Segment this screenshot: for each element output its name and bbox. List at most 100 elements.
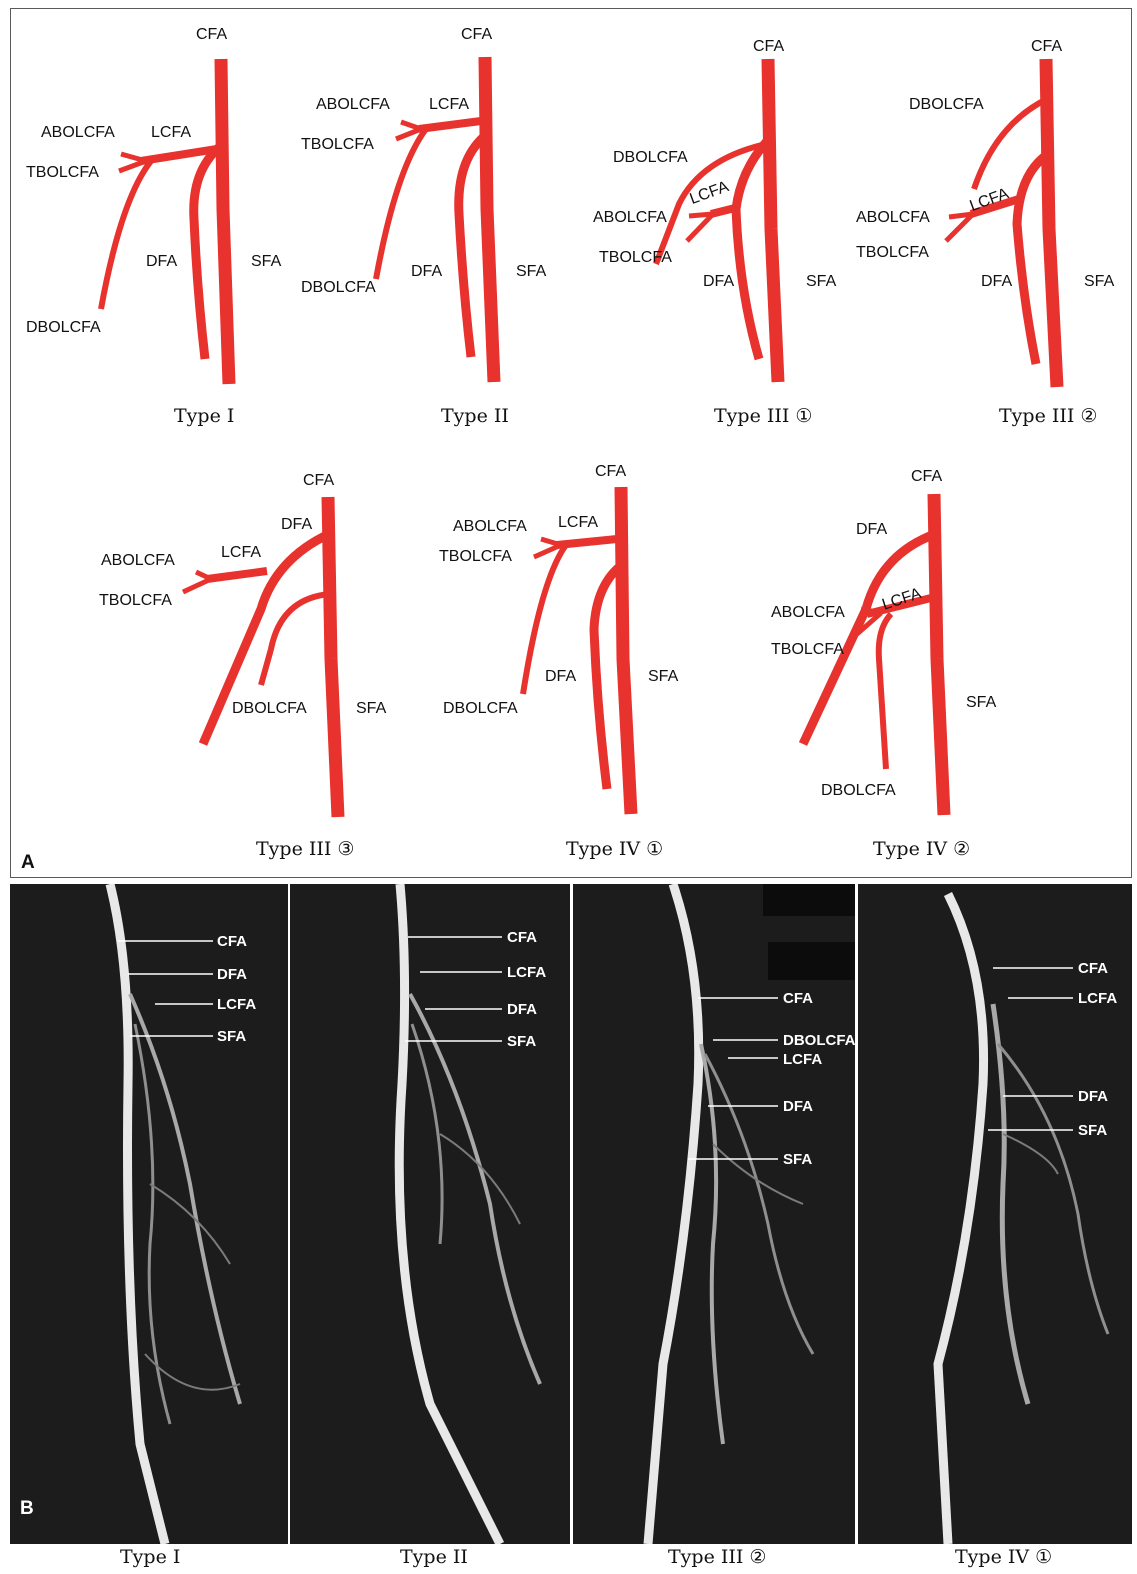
main-vessel-shape	[938, 894, 984, 1544]
type2-tbolcfa-label: TBOLCFA	[301, 136, 374, 153]
type1-dfa-label: DFA	[146, 253, 177, 270]
angiogram-type-1: CFA DFA LCFA SFA B	[10, 884, 288, 1544]
type3-1-tbolcfa-label: TBOLCFA	[599, 249, 672, 266]
diagram-type-4-2: CFA DFA LCFA ABOLCFA TBOLCFA SFA DBOLCFA…	[771, 468, 997, 860]
type3-3-dbolcfa-label: DBOLCFA	[232, 700, 307, 717]
angiogram-type-2-svg: CFA LCFA DFA SFA	[290, 884, 570, 1544]
type3-3-tbolcfa-label: TBOLCFA	[99, 592, 172, 609]
branch-vessel-shape	[412, 1024, 442, 1244]
main-vessel-shape	[648, 884, 699, 1544]
type3-2-caption: Type III ②	[999, 405, 1097, 427]
angio2-label-lcfa: LCFA	[507, 964, 546, 981]
type4-1-lcfa-label: LCFA	[558, 514, 598, 531]
angio4-label-lcfa: LCFA	[1078, 990, 1117, 1007]
diagram-type-3-2: CFA DBOLCFA LCFA ABOLCFA TBOLCFA DFA SFA…	[856, 38, 1115, 427]
type4-1-cfa-sfa-vessel	[621, 487, 631, 814]
angio4-label-dfa: DFA	[1078, 1088, 1108, 1105]
type1-tbolcfa-label: TBOLCFA	[26, 164, 99, 181]
type1-caption: Type I	[174, 405, 234, 427]
type3-1-caption: Type III ①	[714, 405, 812, 427]
type2-cfa-sfa-vessel	[485, 57, 494, 382]
type4-1-sfa-label: SFA	[648, 668, 679, 685]
type4-2-caption: Type IV ②	[873, 838, 970, 860]
panel-a-svg: CFA ABOLCFA LCFA TBOLCFA DFA SFA DBOLCFA…	[11, 9, 1133, 879]
panel-a-schematics: CFA ABOLCFA LCFA TBOLCFA DFA SFA DBOLCFA…	[10, 8, 1132, 878]
angio1-label-lcfa: LCFA	[217, 996, 256, 1013]
diagram-type-2: CFA ABOLCFA LCFA TBOLCFA DBOLCFA DFA SFA…	[301, 26, 547, 427]
type3-2-dfa-label: DFA	[981, 273, 1012, 290]
panel-a-letter: A	[21, 852, 35, 873]
type3-2-cfa-label: CFA	[1031, 38, 1062, 55]
type3-3-caption: Type III ③	[256, 838, 354, 860]
angio3-label-sfa: SFA	[783, 1151, 812, 1168]
type2-abolcfa-label: ABOLCFA	[316, 96, 390, 113]
type4-2-dfa-vessel	[803, 534, 935, 744]
type3-3-sfa-label: SFA	[356, 700, 387, 717]
type4-1-dfa-label: DFA	[545, 668, 576, 685]
angio3-label-lcfa: LCFA	[783, 1051, 822, 1068]
type4-1-lcfa-vessel	[557, 539, 617, 545]
angio4-label-sfa: SFA	[1078, 1122, 1107, 1139]
type3-3-dfa-label: DFA	[281, 516, 312, 533]
type1-lcfa-label: LCFA	[151, 124, 191, 141]
type3-1-dfa-label: DFA	[703, 273, 734, 290]
type3-3-cfa-label: CFA	[303, 472, 334, 489]
branch-vessel-shape	[1003, 1134, 1058, 1174]
type2-sfa-label: SFA	[516, 263, 547, 280]
type3-3-lcfa-label: LCFA	[221, 544, 261, 561]
type3-2-cfa-sfa-vessel	[1046, 59, 1057, 387]
type4-1-dbolcfa-label: DBOLCFA	[443, 700, 518, 717]
angiogram-type-4-1-svg: CFA LCFA DFA SFA	[858, 884, 1132, 1544]
angio2-label-cfa: CFA	[507, 929, 537, 946]
panel-b-angiograms: CFA DFA LCFA SFA B CFA LCFA DFA SFA	[10, 884, 1132, 1544]
angiogram-type-2: CFA LCFA DFA SFA	[290, 884, 570, 1544]
type3-1-abolcfa-label: ABOLCFA	[593, 209, 667, 226]
type1-cfa-label: CFA	[196, 26, 227, 43]
type3-1-cfa-sfa-vessel	[768, 59, 778, 382]
type3-3-tbolcfa-vessel	[183, 579, 211, 592]
type2-lcfa-label: LCFA	[429, 96, 469, 113]
type3-2-dbolcfa-label: DBOLCFA	[909, 96, 984, 113]
type3-3-lcfa-vessel	[207, 571, 267, 579]
type1-dbolcfa-vessel	[101, 161, 151, 309]
type3-2-sfa-label: SFA	[1084, 273, 1115, 290]
angio1-label-cfa: CFA	[217, 933, 247, 950]
angio3-label-cfa: CFA	[783, 990, 813, 1007]
angiogram-type-3-2: CFA DBOLCFA LCFA DFA SFA	[573, 884, 855, 1544]
angio3-label-dbolcfa: DBOLCFA	[783, 1032, 855, 1049]
main-vessel-shape	[110, 884, 165, 1544]
type1-dbolcfa-label: DBOLCFA	[26, 319, 101, 336]
redaction-block	[768, 942, 855, 980]
type4-1-cfa-label: CFA	[595, 463, 626, 480]
diagram-type-3-1: CFA DBOLCFA LCFA ABOLCFA TBOLCFA DFA SFA…	[593, 38, 837, 427]
type2-lcfa-vessel	[419, 121, 481, 129]
type1-sfa-label: SFA	[251, 253, 282, 270]
angio4-label-cfa: CFA	[1078, 960, 1108, 977]
type4-2-dbolcfa-label: DBOLCFA	[821, 782, 896, 799]
branch-vessel-shape	[130, 994, 240, 1404]
type3-1-cfa-label: CFA	[753, 38, 784, 55]
diagram-type-1: CFA ABOLCFA LCFA TBOLCFA DFA SFA DBOLCFA…	[26, 26, 282, 427]
angio2-label-dfa: DFA	[507, 1001, 537, 1018]
angio2-label-sfa: SFA	[507, 1033, 536, 1050]
branch-vessel-shape	[440, 1134, 520, 1224]
type2-caption: Type II	[441, 405, 509, 427]
type4-2-sfa-label: SFA	[966, 694, 997, 711]
type4-2-dbolcfa-vessel	[879, 614, 891, 769]
branch-vessel-shape	[993, 1004, 1028, 1404]
diagram-type-3-3: CFA DFA ABOLCFA LCFA TBOLCFA DBOLCFA SFA…	[99, 472, 387, 860]
diagram-type-4-1: CFA ABOLCFA LCFA TBOLCFA DFA SFA DBOLCFA…	[439, 463, 679, 860]
angio1-label-dfa: DFA	[217, 966, 247, 983]
angio4-caption: Type IV ①	[955, 1546, 1052, 1568]
type4-1-tbolcfa-label: TBOLCFA	[439, 548, 512, 565]
angiogram-type-3-2-svg: CFA DBOLCFA LCFA DFA SFA	[573, 884, 855, 1544]
panel-b-letter: B	[20, 1498, 34, 1519]
branch-vessel-shape	[150, 1184, 230, 1264]
type3-1-dbolcfa-label: DBOLCFA	[613, 149, 688, 166]
angio1-label-sfa: SFA	[217, 1028, 246, 1045]
angio3-label-dfa: DFA	[783, 1098, 813, 1115]
type4-2-cfa-label: CFA	[911, 468, 942, 485]
type4-2-dfa-label: DFA	[856, 521, 887, 538]
type1-cfa-sfa-vessel	[221, 59, 229, 384]
type3-3-dbolcfa-vessel	[261, 594, 329, 685]
